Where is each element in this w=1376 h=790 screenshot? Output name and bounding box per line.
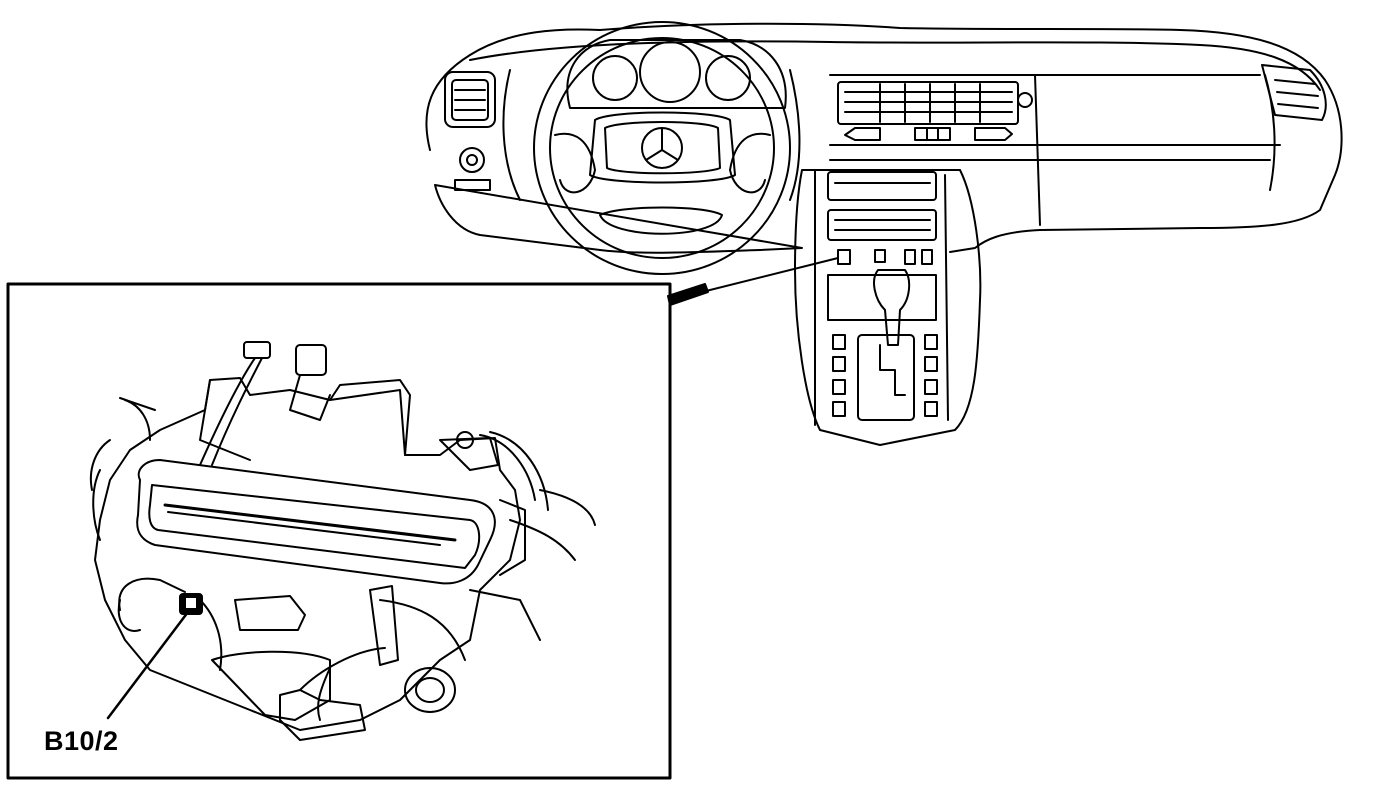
bottom-connector xyxy=(280,690,365,740)
b10-2-sensor xyxy=(180,594,202,614)
top-connector xyxy=(200,342,330,465)
detail-inset xyxy=(8,284,670,778)
shifter-surround xyxy=(828,275,936,320)
lower-assembly xyxy=(119,586,455,740)
dashboard-overview xyxy=(426,22,1341,445)
blower-outlet xyxy=(405,668,455,712)
dashboard-seam xyxy=(1035,75,1040,225)
center-switch-row xyxy=(845,128,1012,140)
gear-gate xyxy=(858,335,914,420)
left-air-vent xyxy=(445,72,495,127)
hazard-switch-icon xyxy=(1018,93,1032,107)
headlight-switch-knob xyxy=(460,148,484,172)
center-console xyxy=(795,170,980,445)
right-air-vent xyxy=(1262,65,1326,120)
dashboard-top-edge xyxy=(470,41,1320,90)
climate-module xyxy=(91,342,520,730)
console-buttons-row xyxy=(838,250,932,264)
instrument-cluster xyxy=(503,40,799,200)
detail-frame xyxy=(8,284,670,778)
center-air-vents xyxy=(838,82,1018,124)
console-side-buttons xyxy=(833,335,937,416)
wiring-harness xyxy=(119,579,465,720)
steering-wheel xyxy=(534,22,790,274)
b10-2-leader-line xyxy=(108,612,188,718)
star-emblem xyxy=(642,128,682,168)
side-bracket xyxy=(370,586,398,665)
right-housing xyxy=(440,432,595,640)
dashboard-crease xyxy=(830,75,1280,160)
detail-leader xyxy=(668,258,838,305)
control-panel-bar xyxy=(137,460,495,583)
dashboard-outline xyxy=(426,24,1341,253)
radio-unit xyxy=(828,172,936,200)
blower-regulator xyxy=(235,596,305,630)
left-dash-slot xyxy=(455,180,490,190)
b10-2-label: B10/2 xyxy=(44,726,119,756)
gear-selector-lever xyxy=(874,270,909,345)
climate-control-unit xyxy=(828,210,936,240)
